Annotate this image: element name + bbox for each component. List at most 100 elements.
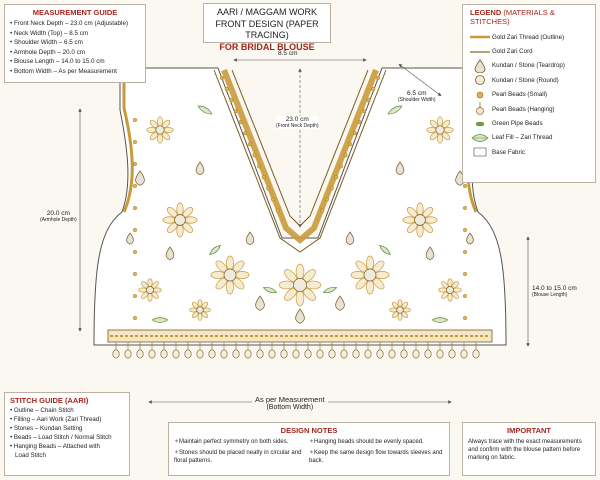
- small-pearl-icon: [243, 131, 248, 136]
- legend-label: Pearl Beads (Hanging): [492, 105, 555, 113]
- small-pearl-icon: [329, 186, 334, 191]
- teardrop-stone-icon: [195, 161, 205, 176]
- length-value: 14.0 to 15.0 cm: [532, 285, 577, 292]
- teardrop-stone-icon: [345, 231, 355, 246]
- small-pearl-icon: [275, 208, 280, 213]
- teardrop-stone-icon: [335, 295, 345, 311]
- design-note: Stones should be placed neatly in circul…: [174, 449, 309, 465]
- hanging-pearl-icon: [148, 349, 156, 359]
- small-pearl-icon: [348, 142, 353, 147]
- hanging-pearl-icon: [424, 349, 432, 359]
- legend-item: Pearl Beads (Hanging): [468, 102, 590, 116]
- small-pearl-icon: [357, 120, 362, 125]
- flower-motif: [438, 278, 462, 302]
- round-stone-icon: [363, 268, 377, 282]
- measurement-item: • Neck Width (Top) – 8.5 cm: [10, 29, 89, 37]
- small-pearl-icon: [132, 227, 137, 232]
- measurement-item: • Armhole Depth – 20.0 cm: [10, 48, 86, 56]
- small-pearl-icon: [463, 249, 468, 254]
- round-stone-icon: [155, 125, 165, 135]
- shoulder-border: [122, 72, 134, 213]
- hanging-pearl-icon: [412, 349, 420, 359]
- hanging-pearl-icon: [388, 349, 396, 359]
- small-pearl-icon: [261, 175, 266, 180]
- teardrop-stone-icon: [135, 170, 145, 186]
- hanging-pearl-icon: [364, 349, 372, 359]
- round-stone-icon: [396, 306, 404, 314]
- small-pearl-icon: [252, 153, 257, 158]
- flower-motif: [389, 299, 411, 321]
- teardrop-stone-icon: [255, 295, 265, 311]
- hanging-pearl-icon: [220, 349, 228, 359]
- small-pearl-icon: [132, 183, 137, 188]
- legend-item: Kundan / Stone (Teardrop): [468, 59, 590, 73]
- flower-motif: [402, 202, 438, 238]
- stitch-item: • Filling – Aari Work (Zari Thread): [10, 415, 102, 423]
- stitch-item: • Beads – Load Stitch / Normal Stitch: [10, 433, 112, 441]
- small-pearl-icon: [463, 316, 468, 321]
- measurement-item: • Shoulder Width – 6.5 cm: [10, 39, 83, 47]
- petal: [176, 202, 184, 216]
- title-line-1: AARI / MAGGAM WORK: [216, 7, 317, 17]
- neck-depth-label: 23.0 cm (Front Neck Depth): [276, 116, 319, 129]
- armhole-value: 20.0 cm: [46, 210, 70, 217]
- small-pearl-icon: [463, 294, 468, 299]
- hanging-pearl-icon: [340, 349, 348, 359]
- small-pearl-icon: [324, 197, 329, 202]
- petal: [416, 224, 424, 238]
- legend-item: Gold Zari Cord: [468, 44, 590, 58]
- teardrop-stone-icon: [425, 246, 435, 261]
- petal: [295, 263, 305, 280]
- important-box: IMPORTANT Always trace with the exact me…: [462, 422, 596, 476]
- round-stone-icon: [174, 214, 186, 226]
- hanging-pearl-icon: [460, 349, 468, 359]
- stitch-guide: STITCH GUIDE (AARI) • Outline – Chain St…: [4, 392, 130, 476]
- small-pearl-icon: [247, 142, 252, 147]
- round-stone-icon: [223, 268, 237, 282]
- round-stone-icon: [446, 286, 454, 294]
- bottom-sub: (Bottom Width): [266, 404, 314, 411]
- legend-label: Kundan / Stone (Round): [492, 76, 559, 84]
- petal: [162, 216, 176, 224]
- armhole-sub: (Armhole Depth): [40, 217, 77, 223]
- hanging-pearl-icon: [124, 349, 132, 359]
- flower-motif: [350, 255, 390, 295]
- design-note: Maintain perfect symmetry on both sides.: [174, 438, 309, 446]
- neck-depth-value: 23.0 cm: [285, 116, 309, 123]
- teardrop-stone-icon: [468, 59, 492, 73]
- flower-motif: [162, 202, 198, 238]
- small-pearl-icon: [376, 75, 381, 80]
- small-pearl-icon: [463, 227, 468, 232]
- petal: [295, 290, 305, 307]
- hanging-pearl-icon: [352, 349, 360, 359]
- hanging-pearl-icon: [448, 349, 456, 359]
- legend-item: Leaf Fill – Zari Thread: [468, 131, 590, 145]
- petal: [305, 280, 322, 290]
- hanging-pearl-icon: [268, 349, 276, 359]
- measurement-guide: MEASUREMENT GUIDE • Front Neck Depth – 2…: [4, 4, 146, 83]
- legend-title-main: LEGEND: [470, 8, 502, 17]
- stitch-item: • Outline – Chain Stitch: [10, 407, 74, 414]
- small-pearl-icon: [371, 87, 376, 92]
- round-stone-icon: [468, 73, 492, 87]
- small-pearl-icon: [132, 272, 137, 277]
- small-pearl-icon: [132, 316, 137, 321]
- leaf-icon: [379, 245, 391, 255]
- legend-label: Green Pipe Beads: [492, 120, 543, 128]
- design-notes-title: DESIGN NOTES: [280, 426, 338, 435]
- small-pearl-icon: [468, 88, 492, 102]
- title-line-2: FRONT DESIGN (PAPER TRACING): [215, 18, 319, 41]
- small-pearl-icon: [271, 197, 276, 202]
- small-pearl-icon: [132, 117, 137, 122]
- small-pearl-icon: [229, 98, 234, 103]
- small-pearl-icon: [132, 249, 137, 254]
- design-notes: DESIGN NOTES Maintain perfect symmetry o…: [168, 422, 450, 476]
- small-pearl-icon: [233, 109, 238, 114]
- important-text: Always trace with the exact measurements…: [468, 439, 582, 461]
- legend-label: Leaf Fill – Zari Thread: [492, 134, 553, 142]
- zari-cord-line-icon: [468, 45, 492, 59]
- hanging-pearl-icon: [256, 349, 264, 359]
- leaf-icon: [197, 105, 213, 115]
- armhole-label: 20.0 cm (Armhole Depth): [40, 210, 77, 223]
- legend-label: Gold Zari Cord: [492, 48, 533, 56]
